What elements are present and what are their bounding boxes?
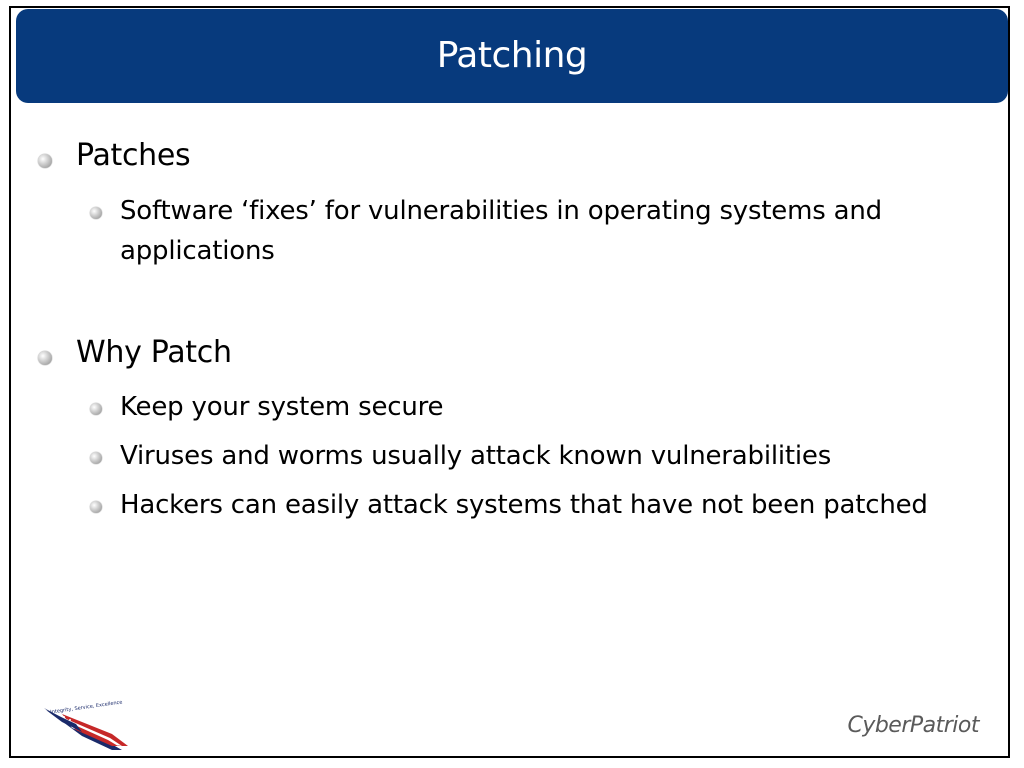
bullet-icon xyxy=(38,351,52,365)
bullet-icon xyxy=(90,452,102,464)
section-point: Software ‘fixes’ for vulnerabilities in … xyxy=(120,196,882,266)
brand-name: CyberPatriot xyxy=(847,713,979,738)
bullet-icon xyxy=(90,501,102,513)
slide-frame xyxy=(9,6,1010,758)
bullet-icon xyxy=(90,403,102,415)
bullet-icon xyxy=(90,207,102,219)
section-heading: Patches xyxy=(76,138,191,173)
section-point: Keep your system secure xyxy=(120,392,444,422)
title-bar: Patching xyxy=(16,9,1008,103)
section-point: Viruses and worms usually attack known v… xyxy=(120,441,832,471)
bullet-icon xyxy=(38,154,52,168)
air-force-logo-icon xyxy=(44,708,128,750)
slide-title: Patching xyxy=(436,34,588,76)
section-point: Hackers can easily attack systems that h… xyxy=(120,490,928,520)
section-heading: Why Patch xyxy=(76,335,232,370)
